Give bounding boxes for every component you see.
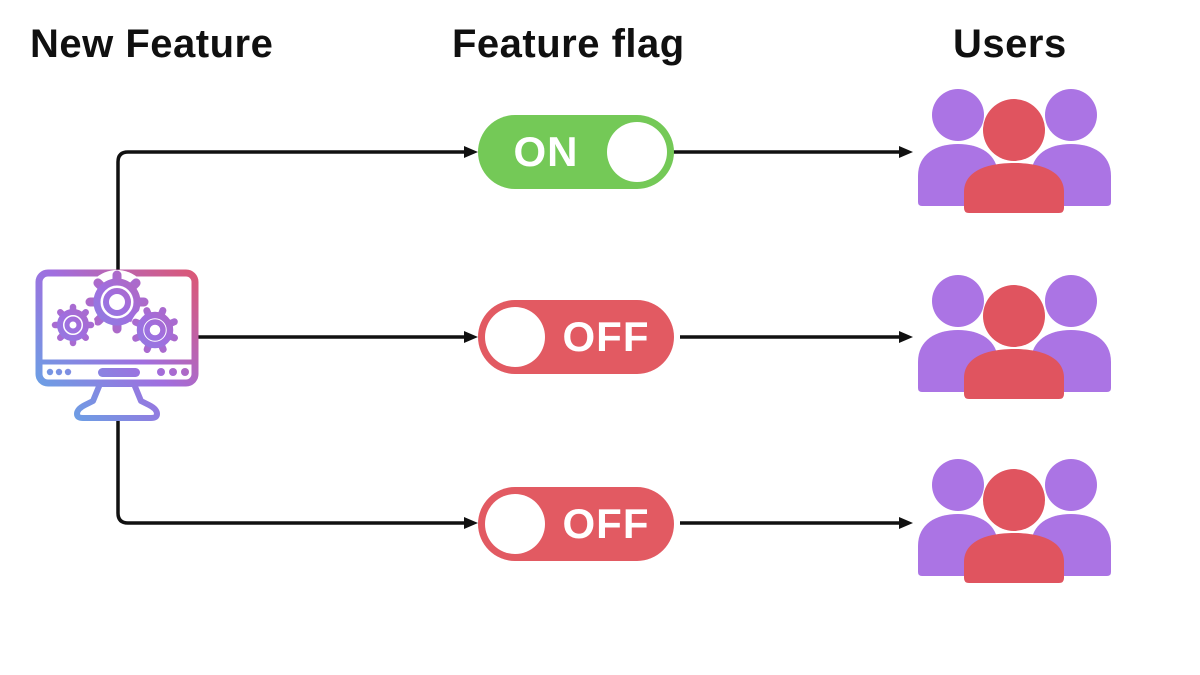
heading-users: Users — [953, 22, 1067, 66]
arrow-source-to-flag-1 — [116, 146, 478, 292]
gear-icon-left — [51, 303, 95, 347]
user-front — [964, 285, 1064, 399]
feature-flag-toggle-2[interactable]: OFF — [478, 300, 674, 374]
heading-feature-flag: Feature flag — [452, 22, 685, 66]
monitor-stand — [74, 381, 160, 421]
monitor-icon — [35, 269, 199, 421]
toggle-knob — [607, 122, 667, 182]
users-group-icon-1 — [918, 89, 1111, 213]
users-group-icon-2 — [918, 275, 1111, 399]
toggle-knob — [485, 494, 545, 554]
gear-icon-right — [130, 305, 180, 355]
toggle-state-label: ON — [513, 128, 579, 175]
feature-flag-toggle-1[interactable]: ON — [478, 115, 674, 189]
gear-icon-large — [85, 270, 149, 334]
user-front — [964, 99, 1064, 213]
users-group-icon-3 — [918, 459, 1111, 583]
toggle-state-label: OFF — [562, 500, 650, 547]
heading-new-feature: New Feature — [30, 22, 274, 66]
toggle-state-label: OFF — [562, 313, 650, 360]
computer-gears-icon — [35, 269, 199, 421]
toggle-knob — [485, 307, 545, 367]
feature-flag-toggle-3[interactable]: OFF — [478, 487, 674, 561]
user-front — [964, 469, 1064, 583]
arrow-source-to-flag-3 — [116, 408, 478, 529]
